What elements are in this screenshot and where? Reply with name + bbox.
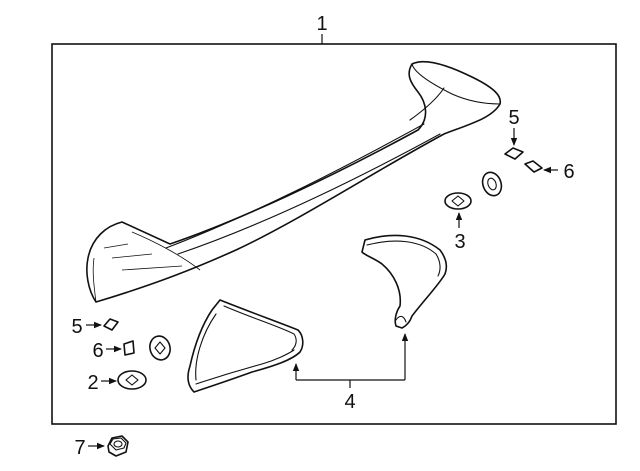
callout-2[interactable]: 2 xyxy=(87,372,117,394)
seal-right-tab xyxy=(395,315,407,323)
nut-hole xyxy=(113,440,123,448)
nut-top-face xyxy=(109,437,127,451)
grommet-oval-right-hole xyxy=(487,177,497,191)
grommet-2[interactable] xyxy=(117,370,147,390)
seal-left-side xyxy=(195,313,217,381)
seal-left[interactable] xyxy=(187,299,304,393)
grommet-3-body xyxy=(444,192,472,210)
grommet-3-hole xyxy=(451,195,465,207)
grommet-2-body xyxy=(117,370,147,390)
spoiler-end-shade xyxy=(131,231,201,271)
spoiler-end-facet xyxy=(103,243,183,271)
callout-number: 5 xyxy=(508,107,519,129)
callout-5-right[interactable]: 5 xyxy=(508,107,520,146)
callout-number: 3 xyxy=(454,231,465,253)
seal-right-strip xyxy=(361,234,448,329)
callout-3[interactable]: 3 xyxy=(454,212,466,253)
callout-6-right[interactable]: 6 xyxy=(543,161,575,183)
pad-left[interactable] xyxy=(123,340,135,356)
callout-6-left[interactable]: 6 xyxy=(92,340,122,362)
seal-left-inner xyxy=(223,305,297,351)
seal-right-inner xyxy=(366,240,441,277)
spoiler-lower-crease xyxy=(177,133,441,255)
callout-number: 6 xyxy=(92,340,103,362)
seal-left-strip xyxy=(187,299,304,393)
callout-number: 7 xyxy=(74,437,85,459)
seal-left-inner-bottom xyxy=(195,349,295,385)
spoiler-upper-crease xyxy=(409,87,445,121)
callout-1-spoiler[interactable]: 1 xyxy=(316,13,328,44)
spoiler-lip xyxy=(92,257,97,303)
callout-4[interactable]: 4 xyxy=(292,333,409,413)
spoiler[interactable] xyxy=(86,60,502,303)
seal-right[interactable] xyxy=(361,234,448,329)
grommet-oval-left-hole xyxy=(154,341,166,355)
callout-number: 5 xyxy=(71,316,82,338)
clip-left[interactable] xyxy=(103,318,119,331)
callout-number: 4 xyxy=(344,391,355,413)
spoiler-top-edge xyxy=(411,63,501,105)
callout-number: 2 xyxy=(87,372,98,394)
clip-right[interactable] xyxy=(504,147,524,160)
assembly-frame xyxy=(51,43,617,425)
grommet-oval-left-body xyxy=(149,335,171,361)
callout-5-left[interactable]: 5 xyxy=(71,316,102,338)
grommet-2-hole xyxy=(125,374,139,386)
grommet-3[interactable] xyxy=(444,192,472,210)
spoiler-inner-crease xyxy=(165,123,425,249)
callout-number: 1 xyxy=(316,13,327,35)
nut-hex xyxy=(107,435,129,457)
grommet-oval-left[interactable] xyxy=(147,334,173,362)
nut[interactable] xyxy=(107,435,129,457)
grommet-oval-right-body xyxy=(481,171,503,197)
spoiler-outline xyxy=(86,60,502,303)
pad-right[interactable] xyxy=(524,160,543,173)
grommet-oval-right[interactable] xyxy=(479,170,504,199)
callout-7[interactable]: 7 xyxy=(74,437,105,459)
callout-number: 6 xyxy=(563,161,574,183)
